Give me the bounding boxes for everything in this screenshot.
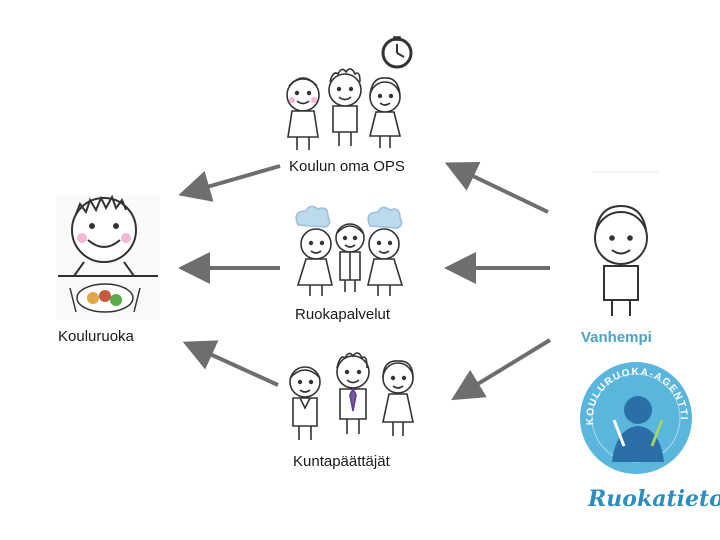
brand-logo-text: Ruokatieto (588, 486, 720, 512)
arrow-ops-to-school-meal (178, 164, 281, 202)
clock-icon (381, 36, 413, 69)
cooks-illustration (295, 205, 404, 296)
parent-label: Vanhempi (581, 329, 652, 346)
child-with-plate-illustration (56, 194, 160, 320)
brand-badge (580, 362, 692, 474)
arrow-parent-to-decision-makers (451, 338, 552, 401)
arrow-parent-to-ops (444, 161, 549, 214)
decision-makers-illustration (289, 352, 414, 440)
students-illustration (286, 36, 413, 150)
arrow-decision-makers-to-school-meal (182, 340, 279, 387)
ops-label: Koulun oma OPS (289, 158, 405, 175)
food-service-label: Ruokapalvelut (295, 306, 391, 323)
school-meal-label: Kouluruoka (58, 328, 134, 345)
decision-makers-label: Kuntapäättäjät (293, 453, 390, 470)
parent-illustration (594, 204, 648, 316)
